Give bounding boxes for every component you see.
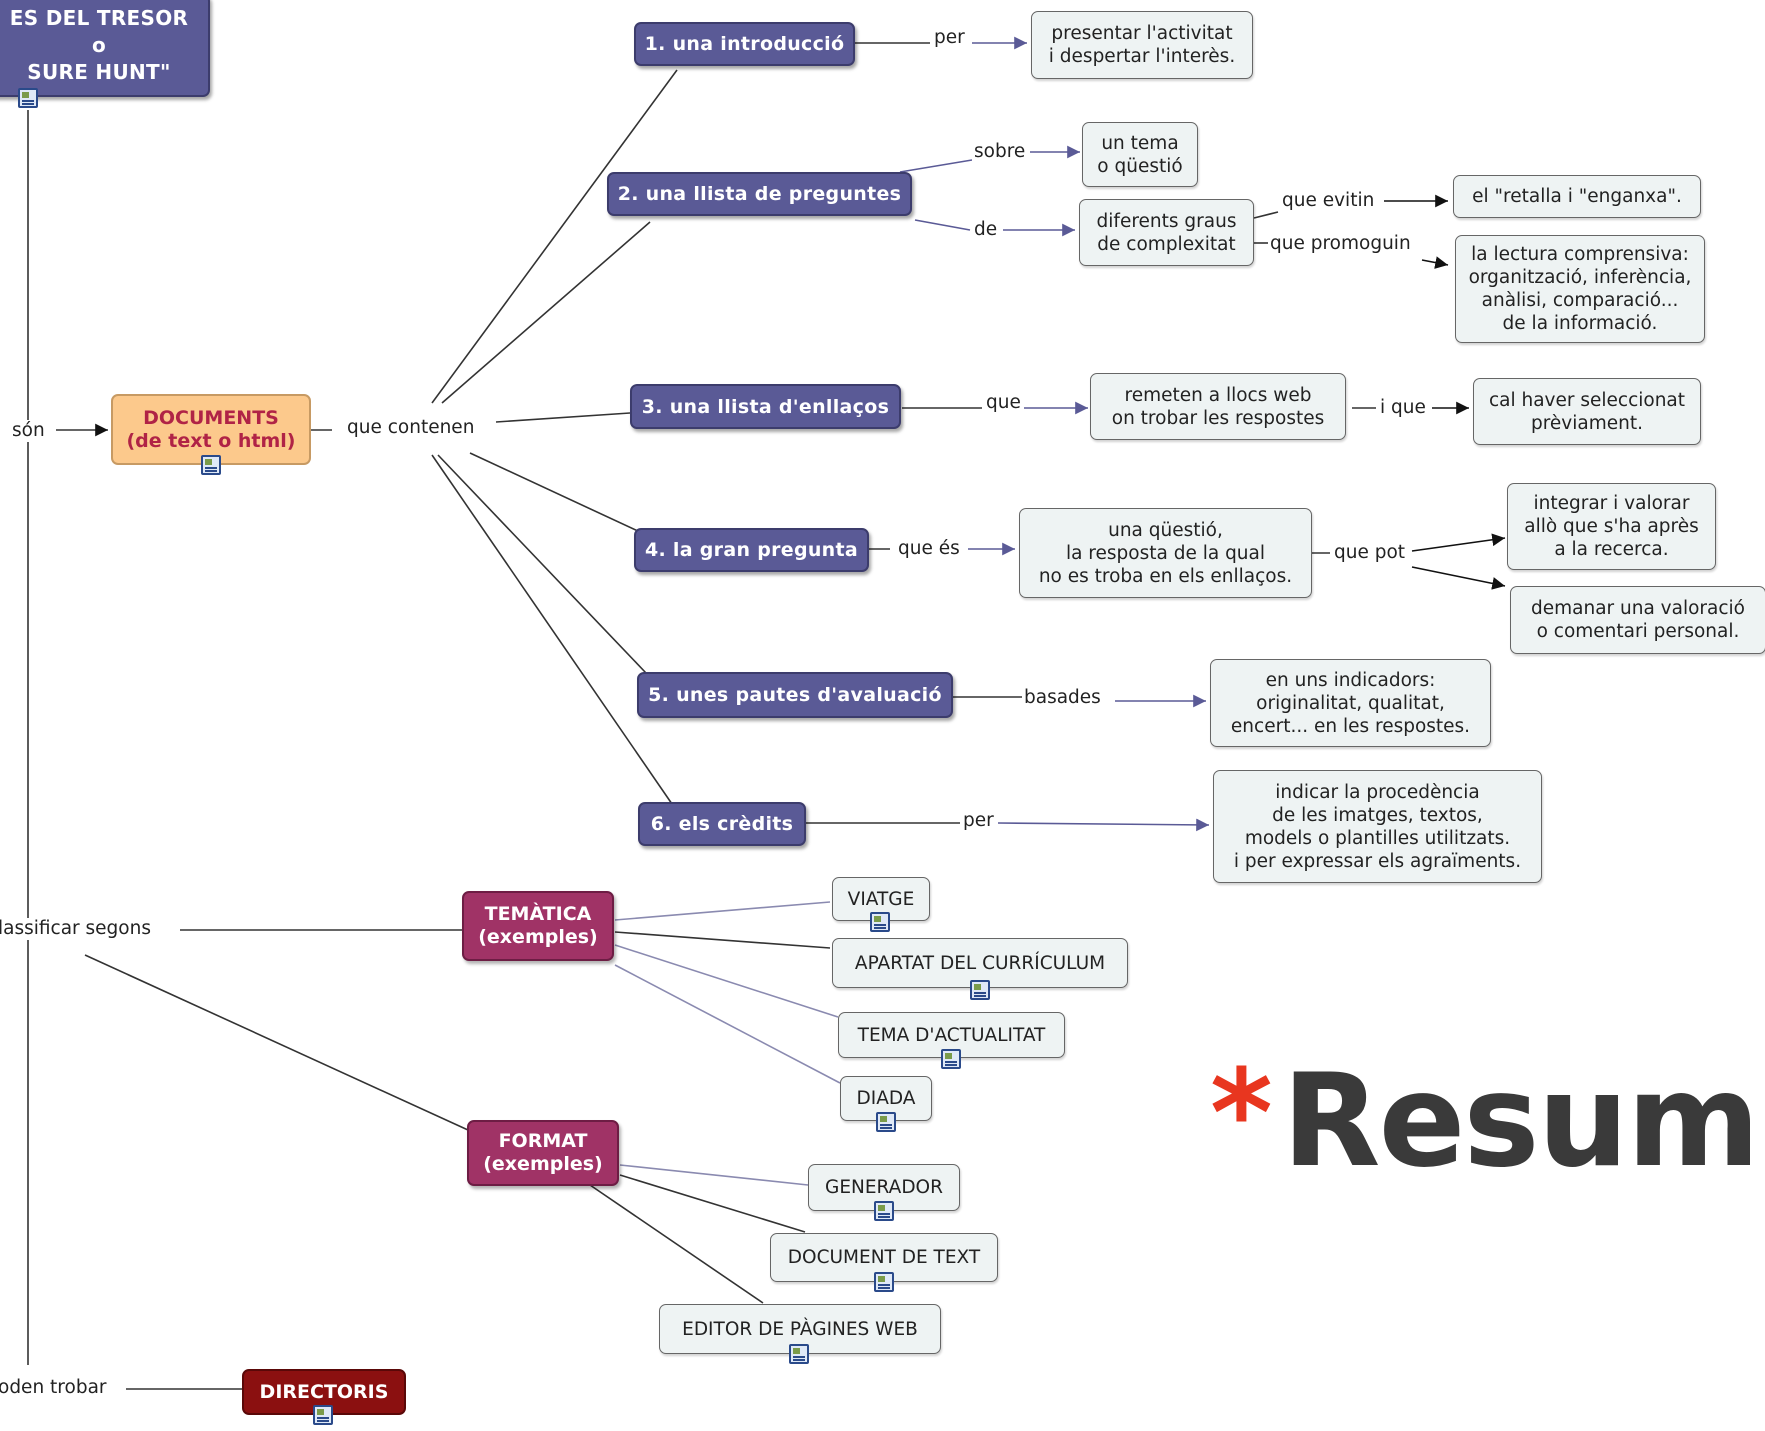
tematica-apartat-curriculum[interactable]: APARTAT DEL CURRÍCULUM — [832, 938, 1128, 988]
detail-integrar[interactable]: integrar i valorar allò que s'ha après a… — [1507, 483, 1716, 570]
document-icon[interactable] — [970, 980, 990, 1000]
part-introduccio[interactable]: 1. una introducció — [634, 22, 855, 66]
root-title-node[interactable]: ES DEL TRESOR o SURE HUNT" — [0, 0, 210, 97]
detail-presentar[interactable]: presentar l'activitat i despertar l'inte… — [1031, 11, 1253, 79]
document-icon[interactable] — [870, 912, 890, 932]
link-per: per — [932, 27, 967, 49]
link-que: que — [984, 392, 1023, 414]
detail-retalla[interactable]: el "retalla i "enganxa". — [1453, 175, 1701, 218]
link-que-contenen: que contenen — [345, 417, 477, 439]
link-sobre: sobre — [972, 141, 1028, 163]
part-credits[interactable]: 6. els crèdits — [638, 802, 806, 846]
resum-logo: * Resum — [1210, 1045, 1760, 1196]
link-classificar-segons: lassificar segons — [0, 918, 153, 940]
resum-text: Resum — [1282, 1047, 1760, 1196]
document-icon[interactable] — [941, 1049, 961, 1069]
link-que-es: que és — [896, 538, 962, 560]
part-llista-enllacos[interactable]: 3. una llista d'enllaços — [630, 384, 901, 429]
format-node[interactable]: FORMAT (exemples) — [467, 1120, 619, 1186]
part-llista-preguntes[interactable]: 2. una llista de preguntes — [607, 172, 912, 216]
documents-node[interactable]: DOCUMENTS (de text o html) — [111, 394, 311, 465]
detail-indicar[interactable]: indicar la procedència de les imatges, t… — [1213, 770, 1542, 883]
document-icon[interactable] — [18, 88, 38, 108]
link-de: de — [972, 219, 1000, 241]
document-icon[interactable] — [789, 1344, 809, 1364]
detail-questio[interactable]: una qüestió, la resposta de la qual no e… — [1019, 508, 1312, 598]
tematica-node[interactable]: TEMÀTICA (exemples) — [462, 891, 614, 961]
part-gran-pregunta[interactable]: 4. la gran pregunta — [634, 528, 869, 572]
part-pautes-avaluacio[interactable]: 5. unes pautes d'avaluació — [637, 672, 953, 718]
link-que-pot: que pot — [1332, 542, 1408, 564]
link-basades: basades — [1022, 687, 1103, 709]
document-icon[interactable] — [874, 1272, 894, 1292]
link-i-que: i que — [1378, 397, 1428, 419]
detail-seleccionat[interactable]: cal haver seleccionat prèviament. — [1473, 378, 1701, 445]
link-poden-trobar: oden trobar — [0, 1377, 109, 1399]
detail-indicadors[interactable]: en uns indicadors: originalitat, qualita… — [1210, 659, 1491, 747]
document-icon[interactable] — [876, 1112, 896, 1132]
detail-lectura[interactable]: la lectura comprensiva: organització, in… — [1455, 235, 1705, 343]
link-son: són — [10, 420, 47, 442]
detail-graus[interactable]: diferents graus de complexitat — [1079, 199, 1254, 266]
document-icon[interactable] — [313, 1405, 333, 1425]
detail-remeten[interactable]: remeten a llocs web on trobar les respos… — [1090, 373, 1346, 440]
detail-tema-questio[interactable]: un tema o qüestió — [1082, 122, 1198, 187]
link-que-promoguin: que promoguin — [1268, 233, 1413, 255]
link-per-credits: per — [961, 810, 996, 832]
document-icon[interactable] — [201, 455, 221, 475]
link-que-evitin: que evitin — [1280, 190, 1377, 212]
tematica-diada[interactable]: DIADA — [840, 1076, 932, 1121]
resum-star: * — [1210, 1045, 1273, 1184]
document-icon[interactable] — [874, 1201, 894, 1221]
detail-demanar[interactable]: demanar una valoració o comentari person… — [1510, 586, 1765, 654]
